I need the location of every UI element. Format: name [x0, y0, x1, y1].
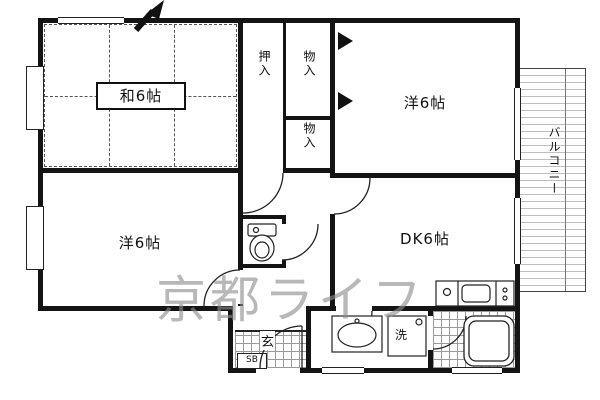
- wall-entrance-east: [306, 311, 311, 373]
- door-opening-western-left: [238, 270, 243, 304]
- wall-middle-horizontal: [38, 168, 335, 173]
- wall-outer-bottom-left: [38, 306, 233, 311]
- wall-closet-east: [330, 18, 335, 178]
- window-balcony-upper: [514, 88, 521, 160]
- wall-toilet-north: [238, 215, 286, 219]
- window-bottom-bath: [452, 367, 502, 374]
- wall-outer-step: [228, 306, 233, 373]
- wall-hall-west: [238, 173, 243, 306]
- balcony-label: バルコニー: [547, 126, 561, 196]
- closet-label-monoire-upper: 物入: [302, 50, 316, 78]
- room-label-washitsu: 和6帖: [96, 82, 186, 110]
- door-opening-entrance: [256, 368, 300, 373]
- room-label-western-left: 洋6帖: [118, 234, 162, 252]
- wall-outer-left: [38, 18, 43, 311]
- wall-closet-west: [238, 18, 243, 173]
- bay-window-upper-left: [26, 66, 44, 130]
- window-bottom-washroom: [322, 367, 364, 374]
- wall-closet-shelf: [286, 116, 332, 120]
- wall-dk-west: [330, 173, 335, 311]
- closet-door-markers: [338, 32, 353, 110]
- door-opening-dk: [330, 178, 335, 214]
- kitchen-sink-icon: [435, 280, 515, 307]
- room-label-western-top: 洋6帖: [403, 94, 447, 112]
- watermark: 京都ライフ: [156, 271, 426, 329]
- door-opening-bath: [428, 316, 433, 350]
- room-label-dk: DK6帖: [400, 230, 450, 248]
- closet-label-oshiire: 押入: [257, 50, 271, 78]
- window-balcony-lower: [514, 198, 521, 264]
- entrance-label: 玄: [260, 331, 276, 350]
- closet-label-monoire-lower: 物入: [302, 122, 316, 150]
- bay-window-lower-left: [26, 206, 44, 270]
- shoe-box-label: SB: [237, 353, 267, 369]
- wall-toilet-south: [238, 264, 286, 268]
- toilet-icon: [247, 223, 277, 262]
- balcony-rail: [565, 69, 566, 291]
- wall-dk-north: [330, 173, 520, 178]
- door-opening-washroom: [336, 306, 372, 311]
- wall-outer-bottom: [228, 368, 520, 373]
- wall-outer-right: [515, 18, 520, 373]
- wall-dk-south: [330, 306, 520, 311]
- wall-outer-top: [38, 18, 520, 23]
- window-top: [58, 17, 124, 24]
- bathroom-tile-floor: [433, 311, 515, 368]
- door-opening-toilet: [282, 224, 286, 260]
- wall-closet-divider: [283, 18, 286, 168]
- balcony: [518, 68, 586, 292]
- wall-hall-south: [306, 306, 335, 311]
- door-opening-hall-washitsu: [243, 168, 283, 173]
